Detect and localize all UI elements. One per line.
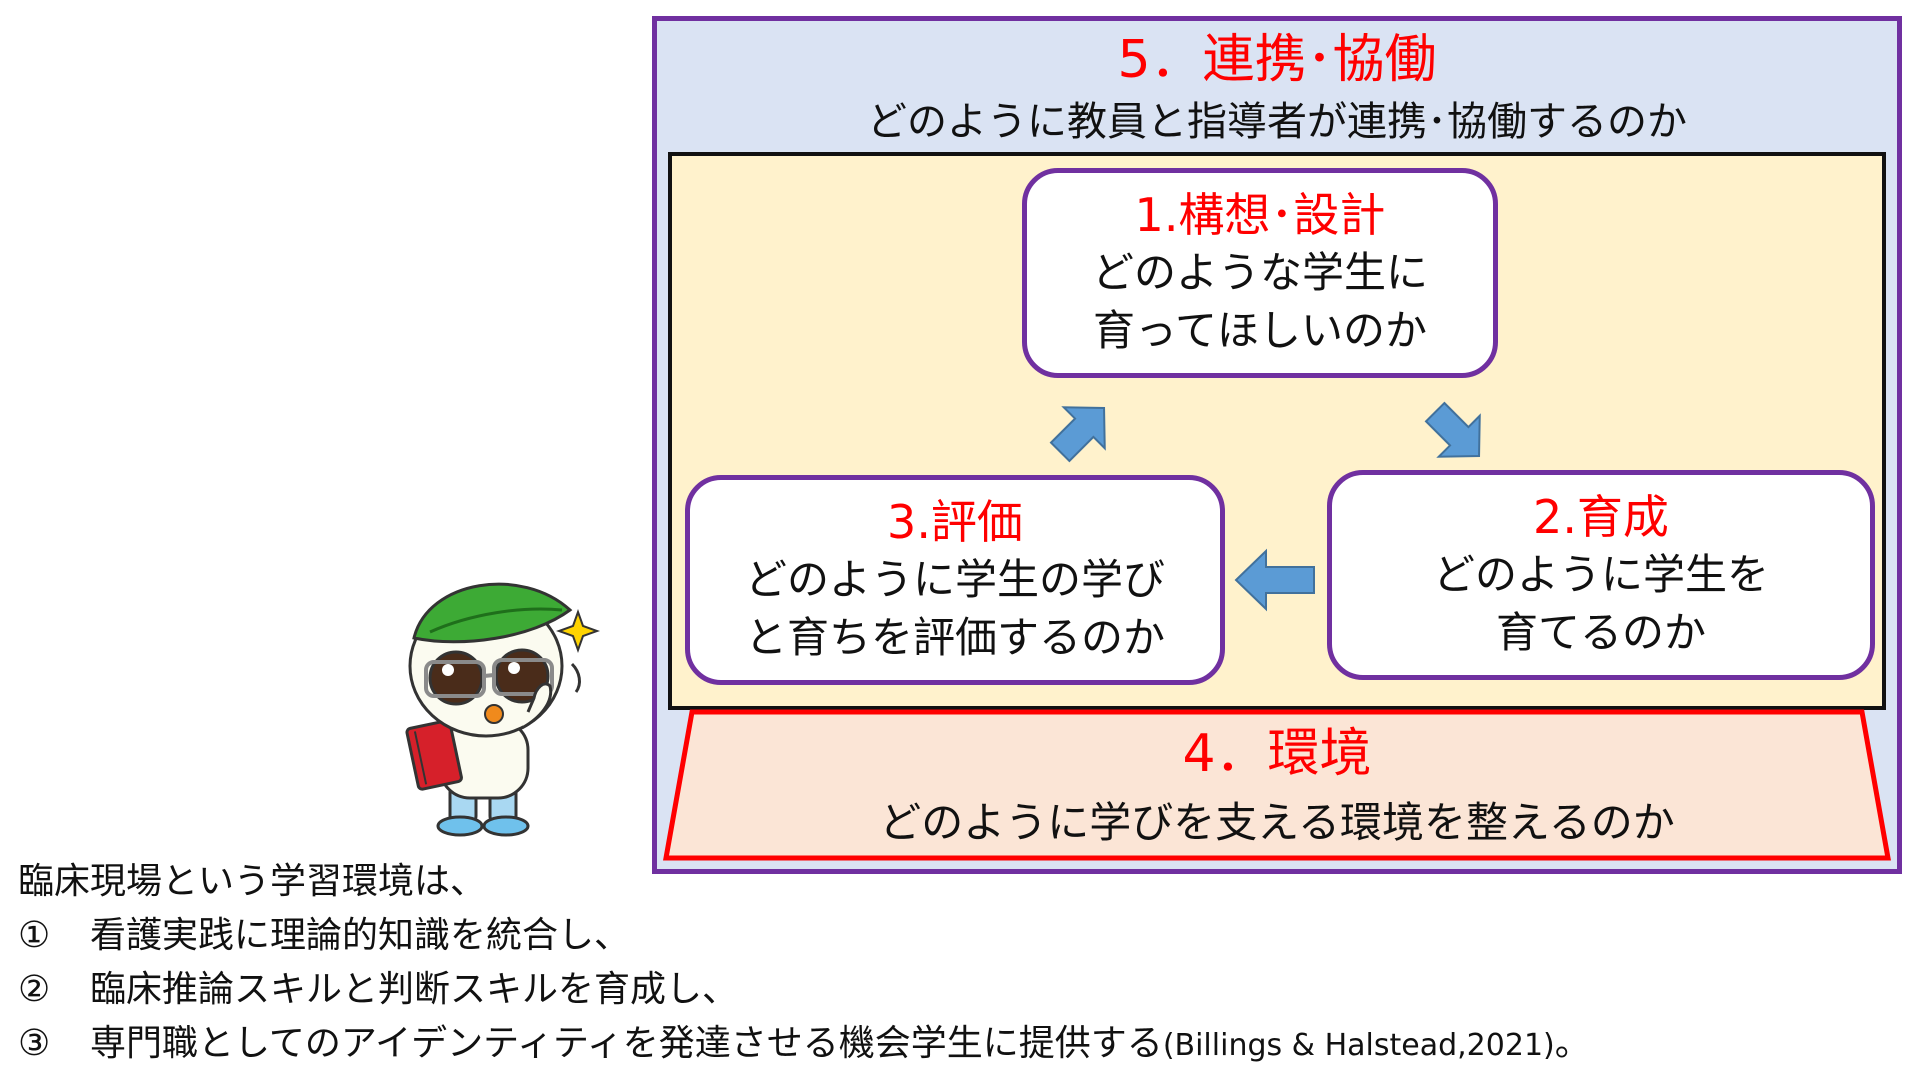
item-text: 看護実践に理論的知識を統合し、 xyxy=(90,915,631,956)
arrow-evaluation-to-design-icon xyxy=(1049,406,1106,463)
arrow-design-to-development-icon xyxy=(1424,401,1481,458)
body-item-2: ② 臨床推論スキルと判断スキルを育成し、 xyxy=(18,966,738,1014)
environment-base xyxy=(663,709,1891,861)
evaluation-line2: と育ちを評価するのか xyxy=(744,613,1165,662)
item-marker: ② xyxy=(18,969,51,1010)
body-intro: 臨床現場という学習環境は、 xyxy=(18,861,487,902)
item-end: 。 xyxy=(1554,1023,1591,1064)
citation: (Billings & Halstead,2021) xyxy=(1162,1028,1555,1063)
design-line2: 育ってほしいのか xyxy=(1093,306,1427,355)
body-item-1: ① 看護実践に理論的知識を統合し、 xyxy=(18,912,630,960)
evaluation-card: 3.評価 どのように学生の学び と育ちを評価するのか xyxy=(685,475,1225,685)
item-text: 専門職としてのアイデンティティを発達させる機会学生に提供する xyxy=(90,1023,1163,1064)
evaluation-line1: どのように学生の学び xyxy=(744,555,1165,604)
design-card: 1.構想･設計 どのような学生に 育ってほしいのか xyxy=(1022,168,1498,378)
evaluation-title: 3.評価 xyxy=(887,495,1023,549)
item-marker: ① xyxy=(18,915,51,956)
leaf-mascot-icon xyxy=(405,582,600,837)
design-title: 1.構想･設計 xyxy=(1134,188,1386,242)
body-item-3: ③ 専門職としてのアイデンティティを発達させる機会学生に提供する(Billings… xyxy=(18,1020,1591,1070)
collaboration-title: 5．連携･協働 xyxy=(1117,30,1437,90)
item-text: 臨床推論スキルと判断スキルを育成し、 xyxy=(90,969,739,1010)
item-marker: ③ xyxy=(18,1023,51,1064)
development-line2: 育てるのか xyxy=(1495,608,1706,657)
development-title: 2.育成 xyxy=(1533,490,1669,544)
design-line1: どのような学生に xyxy=(1091,248,1428,297)
arrow-development-to-evaluation-icon xyxy=(1234,548,1315,612)
collaboration-description: どのように教員と指導者が連携･協働するのか xyxy=(867,99,1687,145)
development-line1: どのように学生を xyxy=(1432,550,1769,599)
environment-description: どのように学びを支える環境を整えるのか xyxy=(879,798,1675,847)
development-card: 2.育成 どのように学生を 育てるのか xyxy=(1327,470,1875,680)
environment-title: 4．環境 xyxy=(1182,724,1372,784)
